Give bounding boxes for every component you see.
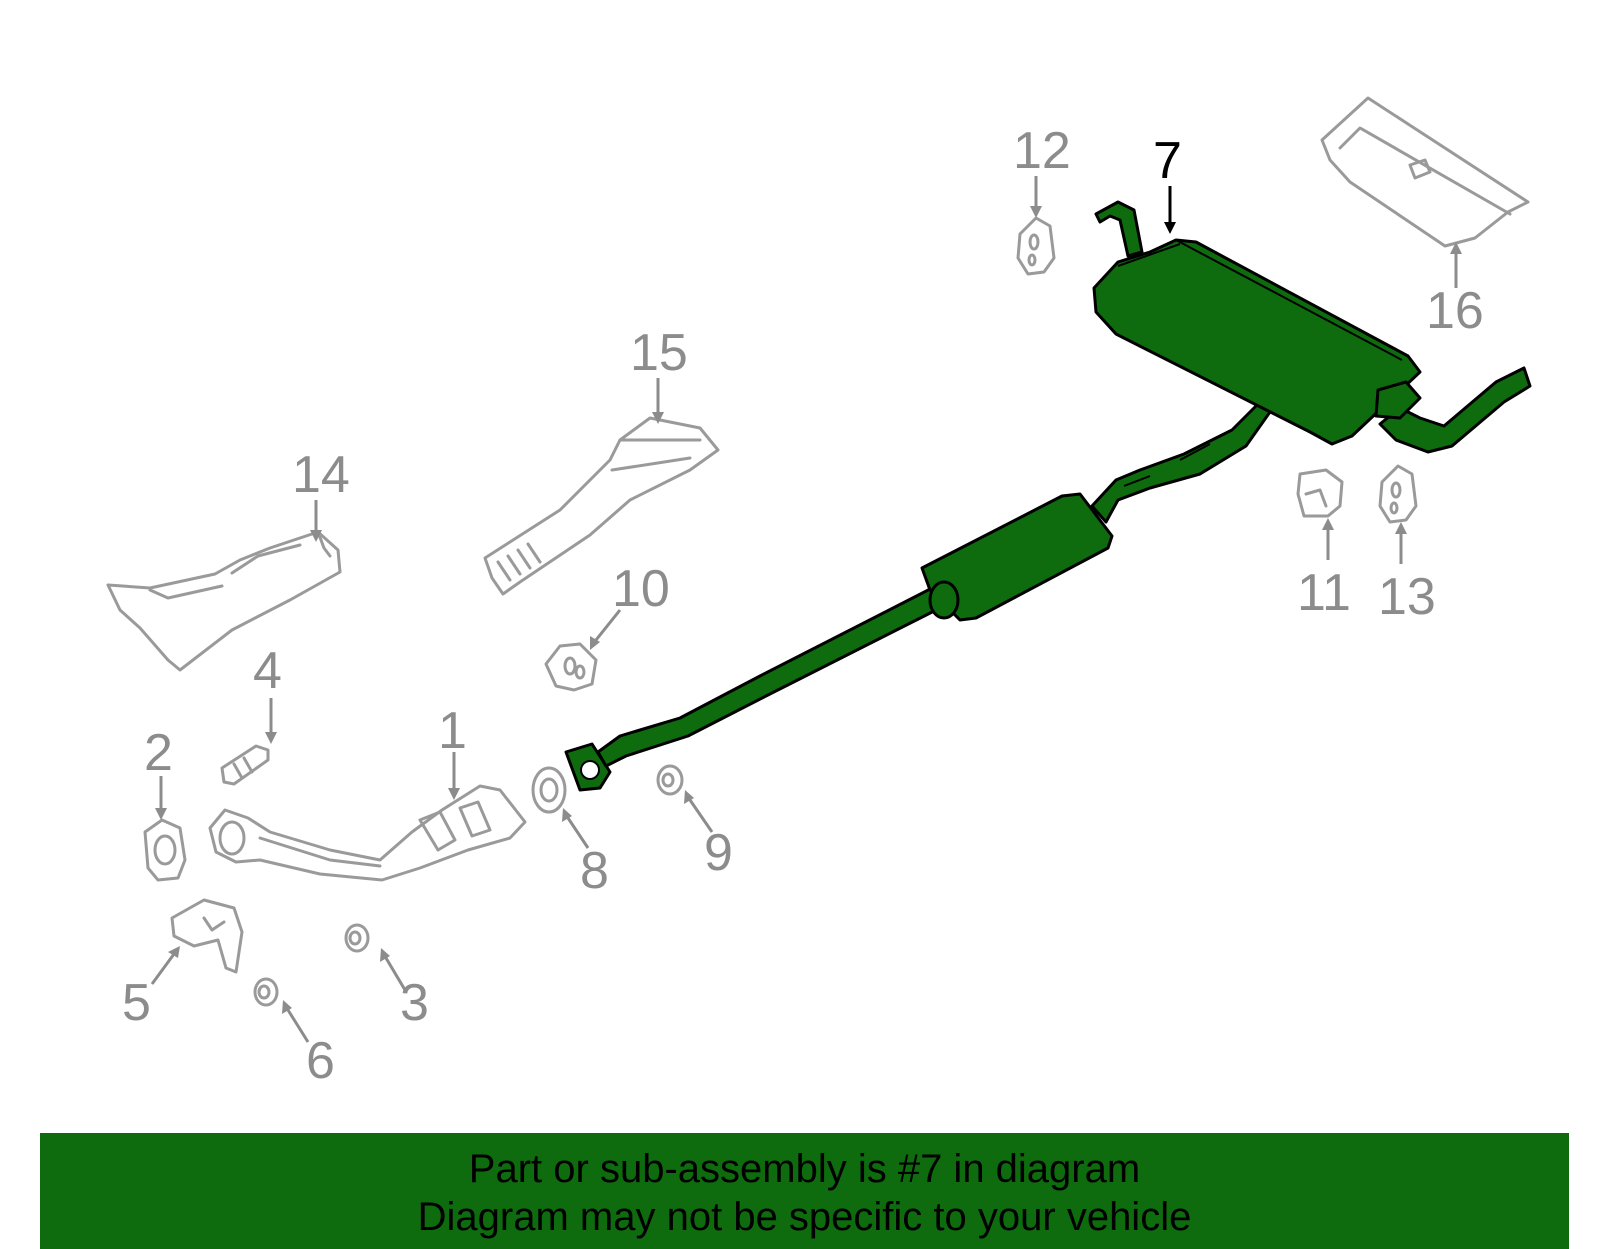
part-7-hanger bbox=[1094, 200, 1144, 258]
part-4-stud[interactable] bbox=[220, 744, 270, 786]
callout-2: 2 bbox=[144, 724, 173, 782]
callout-arrows bbox=[150, 176, 1462, 1043]
part-7-muffler bbox=[1092, 238, 1422, 446]
part-2-gasket[interactable] bbox=[143, 818, 187, 882]
part-1-front-pipe-catalytic-converter[interactable] bbox=[208, 784, 527, 882]
part-14-heat-shield[interactable] bbox=[106, 530, 342, 672]
callout-6: 6 bbox=[306, 1032, 335, 1090]
part-13-hanger-insulator[interactable] bbox=[1378, 464, 1418, 524]
callout-15: 15 bbox=[630, 324, 688, 382]
callout-13: 13 bbox=[1378, 568, 1436, 626]
info-banner: Part or sub-assembly is #7 in diagram Di… bbox=[40, 1133, 1569, 1249]
banner-line-part-number: Part or sub-assembly is #7 in diagram bbox=[468, 1147, 1141, 1191]
part-5-bracket[interactable] bbox=[170, 898, 244, 974]
banner-line-disclaimer: Diagram may not be specific to your vehi… bbox=[417, 1195, 1192, 1239]
part-11-hanger[interactable] bbox=[1296, 468, 1344, 518]
callout-14: 14 bbox=[292, 446, 350, 504]
part-7-tailpipe bbox=[1378, 366, 1532, 454]
callout-4: 4 bbox=[253, 642, 282, 700]
part-6-nut[interactable] bbox=[253, 977, 279, 1007]
part-9-nut[interactable] bbox=[656, 764, 684, 796]
part-10-hanger-insulator[interactable] bbox=[544, 642, 598, 692]
part-7-muffler-assembly[interactable] bbox=[564, 200, 1532, 792]
part-3-nut[interactable] bbox=[344, 923, 370, 953]
part-8-gasket[interactable] bbox=[531, 766, 567, 814]
part-16-heat-shield[interactable] bbox=[1320, 96, 1530, 248]
callout-8: 8 bbox=[580, 842, 609, 900]
callout-12: 12 bbox=[1013, 122, 1071, 180]
callout-5: 5 bbox=[122, 974, 151, 1032]
exhaust-parts-diagram: 1 2 3 4 5 6 7 8 9 10 11 12 13 14 15 16 bbox=[106, 96, 1532, 1090]
callout-11: 11 bbox=[1297, 564, 1351, 622]
part-12-hanger-insulator[interactable] bbox=[1016, 216, 1056, 276]
callout-10: 10 bbox=[612, 560, 670, 618]
callout-16: 16 bbox=[1426, 282, 1484, 340]
callout-3: 3 bbox=[400, 974, 429, 1032]
callout-7: 7 bbox=[1153, 132, 1182, 190]
callout-1: 1 bbox=[438, 702, 467, 760]
callout-9: 9 bbox=[704, 824, 733, 882]
callout-labels: 1 2 3 4 5 6 7 8 9 10 11 12 13 14 15 16 bbox=[122, 122, 1484, 1090]
part-15-heat-shield[interactable] bbox=[483, 416, 720, 596]
part-7-mid-pipe bbox=[1090, 398, 1272, 524]
